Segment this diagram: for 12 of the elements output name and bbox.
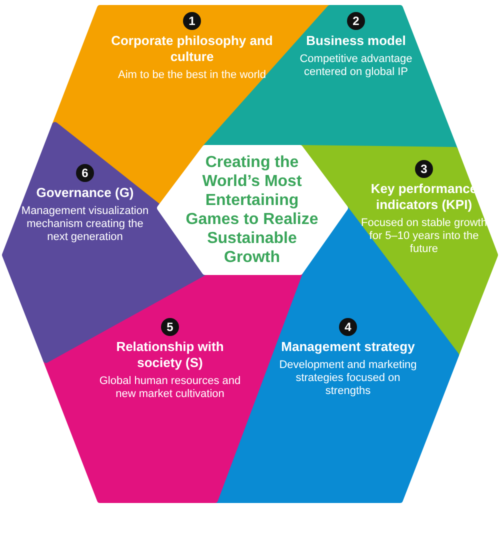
segment-description: Global human resources and new market cultivation: [98, 375, 242, 401]
segment-description: Aim to be the best in the world: [118, 69, 266, 82]
segment-heading: Business model: [306, 33, 406, 49]
segment-heading: Governance (G): [36, 185, 134, 201]
segment-heading: Corporate philosophy and culture: [110, 33, 274, 65]
segment-heading: Management strategy: [281, 339, 415, 355]
segment-heading: Relationship with society (S): [115, 339, 225, 371]
segment-description: Management visualization mechanism creating the next generation: [20, 205, 150, 244]
segment-description: Development and marketing strategies focused on strengths: [278, 359, 418, 398]
center-title: Creating the World’s Most Entertaining Games to Realize Sustainable Growth: [184, 153, 320, 267]
segment-description: Focused on stable growth for 5–10 years into the future: [360, 217, 488, 256]
segment-description: Competitive advantage centered on global IP: [298, 53, 414, 79]
